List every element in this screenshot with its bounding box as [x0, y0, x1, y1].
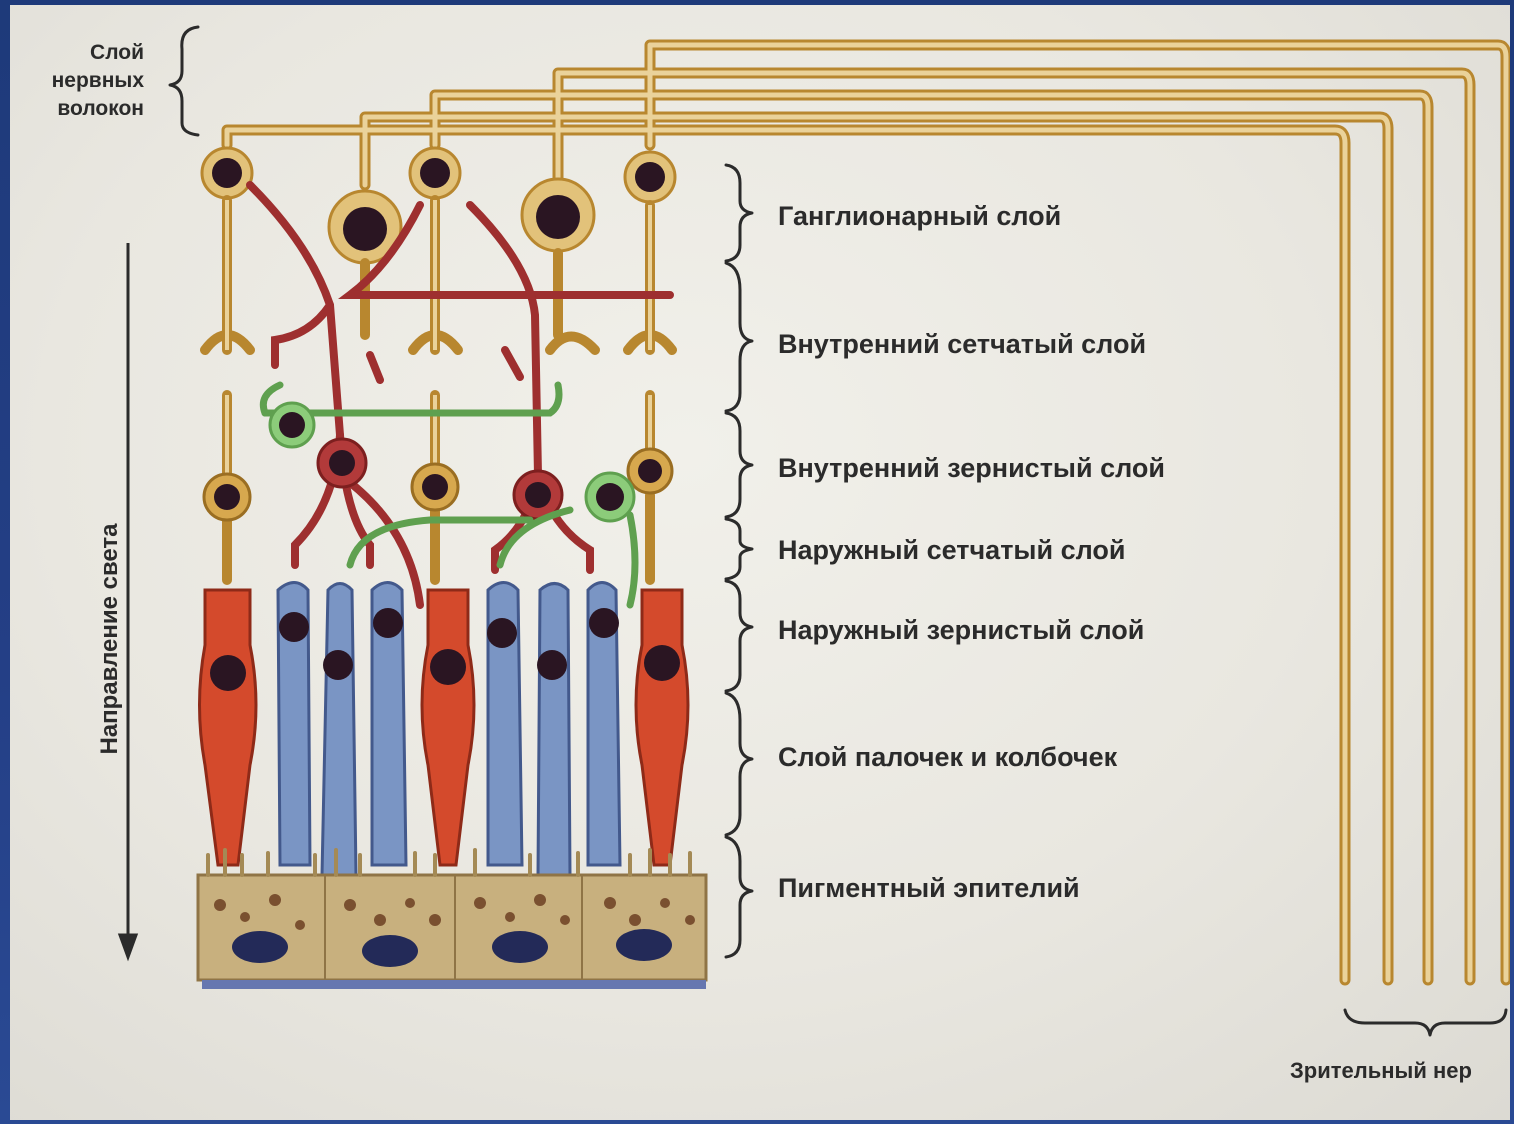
pigment-epithelium: [198, 850, 706, 989]
optic-nerve-label: Зрительный нер: [1290, 1058, 1472, 1084]
rods-cones-label: Слой палочек и колбочек: [778, 742, 1117, 773]
amacrine-processes: [250, 185, 670, 605]
nerve-fiber-layer-label: Слой нервных волокон: [18, 39, 144, 123]
pigment-epithelium-label: Пигментный эпителий: [778, 873, 1080, 904]
ganglion-layer-label: Ганглионарный слой: [778, 201, 1061, 232]
outer-plexiform-label: Наружный сетчатый слой: [778, 535, 1125, 566]
inner-nuclear-label: Внутренний зернистый слой: [778, 453, 1165, 484]
retina-diagram: Слой нервных волокон Ганглионарный слой …: [10, 5, 1510, 1120]
outer-nuclear-label: Наружный зернистый слой: [778, 615, 1144, 646]
light-direction-label: Направление света: [96, 519, 124, 759]
inner-plexiform-label: Внутренний сетчатый слой: [778, 329, 1146, 360]
retina-illustration: [10, 5, 1510, 1120]
